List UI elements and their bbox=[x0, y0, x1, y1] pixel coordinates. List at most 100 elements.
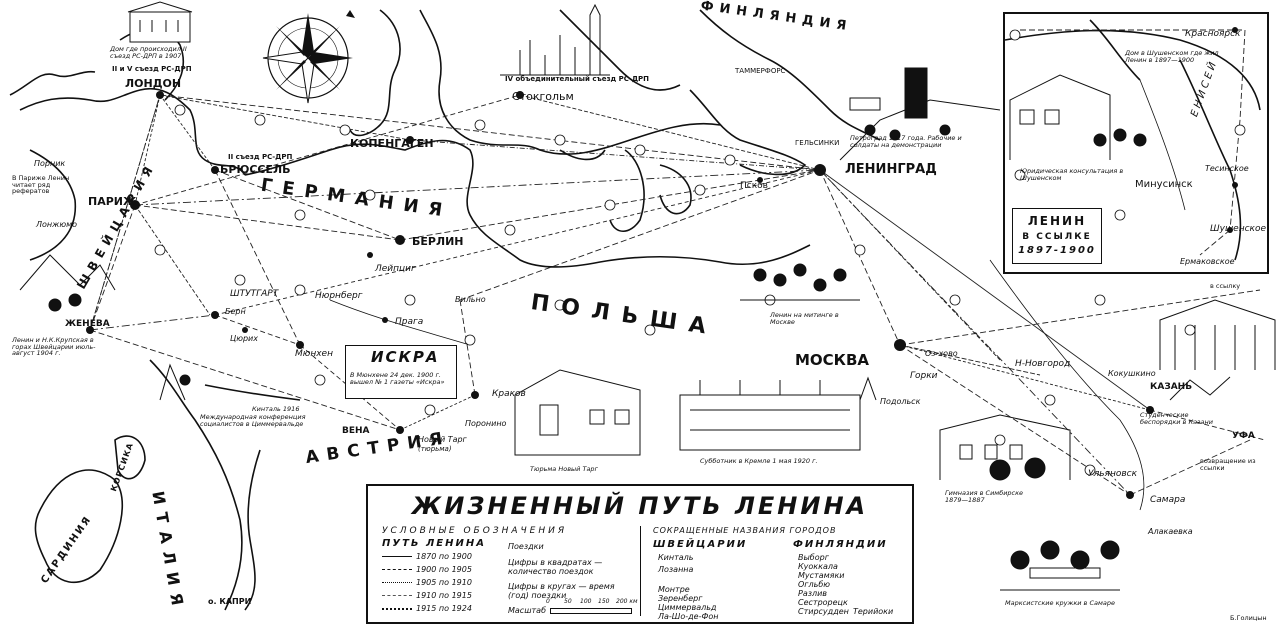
scale-tick-100: 100 bbox=[580, 598, 592, 605]
city-samara: Самара bbox=[1150, 495, 1186, 505]
legend-box: ЖИЗНЕННЫЙ ПУТЬ ЛЕНИНА УСЛОВНЫЕ ОБОЗНАЧЕН… bbox=[366, 484, 914, 624]
legend-period-2: 1900 по 1905 bbox=[382, 565, 502, 574]
city-prague: Прага bbox=[395, 317, 424, 327]
city-krakow: Краков bbox=[492, 389, 526, 399]
caption-marxist-circles: Марксистские кружки в Самаре bbox=[1005, 599, 1115, 607]
legend-symbol-squares: Цифры в квадратах — количество поездок bbox=[508, 558, 603, 576]
iskra-title: ИСКРА bbox=[371, 348, 440, 366]
caption-lenin-geneva: Ленин и Н.К.Крупская в горах Швейцарии и… bbox=[12, 336, 96, 357]
caption-subbotnik: Субботник в Кремле 1 мая 1920 г. bbox=[700, 457, 818, 465]
caption-london-house: Дом где происходил II съезд РС-ДРП в 190… bbox=[110, 45, 187, 60]
finland-city-8: Терийоки bbox=[853, 607, 894, 616]
caption-to-exile: в ссылку bbox=[1210, 282, 1241, 290]
city-vilno: Вильно bbox=[455, 295, 486, 304]
city-zurich: Цюрих bbox=[230, 334, 258, 343]
route-markers bbox=[154, 29, 1246, 476]
swiss-city-6: Циммервальд bbox=[658, 603, 717, 612]
caption-stockholm-congress: IV объединительный съезд РС-ДРП bbox=[505, 75, 650, 83]
inset-city-ermakovskoe: Ермаковское bbox=[1180, 257, 1235, 266]
inset-city-shushenskoe: Шушенское bbox=[1210, 224, 1267, 234]
legend-period-5: 1915 по 1924 bbox=[382, 604, 502, 613]
simbirsk-gymnasium-illustration bbox=[939, 414, 1071, 481]
city-helsinki: ГЕЛЬСИНКИ bbox=[795, 139, 840, 147]
zimmerwald-illustration bbox=[159, 363, 191, 401]
city-gorki: Горки bbox=[910, 371, 938, 381]
city-novy-targ-note: (тюрьма) bbox=[418, 445, 452, 453]
scale-tick-200: 200 км bbox=[616, 598, 638, 605]
caption-artist: Б.Голицын bbox=[1230, 614, 1267, 622]
legend-period-1-label: 1870 по 1900 bbox=[416, 552, 472, 561]
legend-period-3-label: 1905 по 1910 bbox=[416, 578, 472, 587]
legend-symbol-circles: Цифры в кругах — время (год) поездки bbox=[508, 582, 615, 600]
finland-city-3: Мустамяки bbox=[798, 571, 845, 580]
finland-city-4: Огльбю bbox=[798, 580, 830, 589]
legend-symbol-trips: Поездки bbox=[508, 542, 544, 551]
swiss-city-1: Кинталь bbox=[658, 553, 694, 562]
caption-yurid-consult: Юридическая консультация в Шушенском bbox=[1020, 167, 1124, 182]
city-poronino: Поронино bbox=[465, 419, 507, 428]
legend-period-4: 1910 по 1915 bbox=[382, 591, 502, 600]
finland-city-7: Стирсудден bbox=[798, 607, 849, 616]
caption-return-exile: возвращение из ссылки bbox=[1200, 457, 1256, 472]
city-tammerfors: ТАММЕРФОРС bbox=[735, 67, 786, 75]
shushenskoe-house-illustration bbox=[1009, 74, 1147, 160]
caption-zimmerwald: Международная конференция социалистов в … bbox=[200, 413, 306, 428]
caption-shushenskoe-house: Дом в Шушенском где жил Ленин в 1897—190… bbox=[1125, 49, 1219, 64]
city-berlin: БЕРЛИН bbox=[412, 235, 464, 248]
inset-title-line1: ЛЕНИН bbox=[1027, 214, 1087, 228]
legend-period-5-label: 1915 по 1924 bbox=[416, 604, 472, 613]
city-vienna: ВЕНА bbox=[342, 426, 370, 436]
caption-lenin-speech: Ленин на митинге в Москве bbox=[770, 311, 839, 326]
city-kazan: КАЗАНЬ bbox=[1150, 382, 1193, 392]
legend-path-title: ПУТЬ ЛЕНИНА bbox=[382, 538, 486, 549]
city-leningrad: ЛЕНИНГРАД bbox=[845, 162, 937, 177]
iskra-newspaper: ИСКРА В Мюнхене 24 дек. 1900 г. вышел № … bbox=[345, 345, 457, 399]
city-munich: Мюнхен bbox=[295, 349, 333, 359]
swiss-city-2: Лозанна bbox=[658, 565, 694, 574]
inset-title-line2: В ССЫЛКЕ bbox=[1022, 232, 1092, 242]
prison-illustration bbox=[514, 369, 641, 456]
city-lonjumeau: Лонжюмо bbox=[36, 220, 78, 229]
finland-city-6: Сестрорецк bbox=[798, 598, 848, 607]
legend-period-3: 1905 по 1910 bbox=[382, 578, 502, 587]
city-capri: о. КАПРИ bbox=[208, 597, 252, 606]
caption-prison: Тюрьма Новый Тарг bbox=[530, 465, 598, 473]
scale-bar bbox=[550, 608, 632, 614]
caption-student-riots: Студенческие беспорядки в Казани bbox=[1140, 411, 1213, 426]
inset-title-years: 1897-1900 bbox=[1018, 245, 1096, 256]
map-title: ЖИЗНЕННЫЙ ПУТЬ ЛЕНИНА bbox=[411, 492, 869, 520]
compass-rose-icon bbox=[262, 10, 355, 104]
abbrev-finland-title: ФИНЛЯНДИИ bbox=[793, 539, 888, 550]
city-leipzig: Лейпциг bbox=[375, 264, 416, 274]
city-ozerki: Оз-хово bbox=[925, 349, 958, 358]
scale-tick-50: 50 bbox=[564, 598, 572, 605]
city-bern: Берн bbox=[225, 307, 246, 316]
city-ufa: УФА bbox=[1232, 431, 1255, 441]
city-paris: ПАРИЖ bbox=[88, 195, 137, 208]
city-copenhagen: КОПЕНГАГЕН bbox=[350, 137, 434, 150]
city-nuremberg: Нюрнберг bbox=[315, 291, 363, 301]
city-stockholm: Стокгольм bbox=[512, 90, 574, 103]
illustrations bbox=[19, 1, 1276, 591]
city-pornic: Порник bbox=[34, 159, 66, 168]
city-brussels: БРЮССЕЛЬ bbox=[220, 163, 291, 176]
rivers bbox=[329, 79, 1186, 511]
city-geneva: ЖЕНЕВА bbox=[65, 319, 110, 329]
stockholm-illustration bbox=[500, 3, 610, 76]
swiss-city-7: Ла-Шо-де-Фон bbox=[658, 612, 719, 621]
caption-brussels-congress: II съезд РС-ДРП bbox=[228, 153, 293, 161]
travel-routes bbox=[89, 29, 1266, 496]
caption-kienthal: Кинталь 1916 bbox=[252, 405, 300, 413]
caption-petrograd-1917: Петроград 1917 года. Рабочие и солдаты н… bbox=[850, 134, 962, 149]
london-house-illustration bbox=[127, 1, 193, 43]
iskra-note: В Мюнхене 24 дек. 1900 г. вышел № 1 газе… bbox=[350, 371, 445, 386]
legend-period-4-label: 1910 по 1915 bbox=[416, 591, 472, 600]
city-simbirsk: Ульяновск bbox=[1088, 469, 1138, 479]
scale-tick-0: 0 bbox=[546, 598, 550, 605]
city-moscow: МОСКВА bbox=[795, 351, 869, 369]
scale-tick-150: 150 bbox=[598, 598, 610, 605]
exile-inset-frame bbox=[1003, 12, 1269, 274]
geneva-illustration bbox=[19, 254, 116, 312]
scale-label: Масштаб bbox=[508, 606, 547, 615]
swiss-city-4: Монтре bbox=[658, 585, 690, 594]
